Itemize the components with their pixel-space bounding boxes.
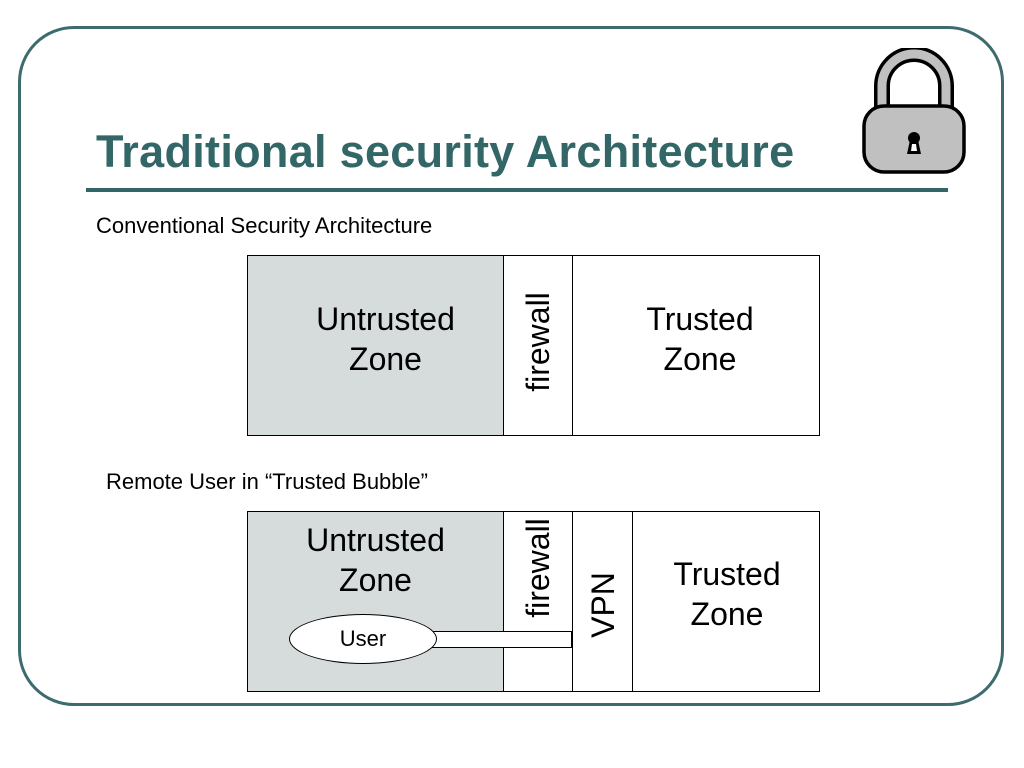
- padlock-icon: [862, 48, 966, 174]
- slide-frame: [18, 26, 1004, 706]
- trusted-label-line2: Zone: [690, 596, 764, 632]
- untrusted-zone: Untrusted Zone: [248, 256, 504, 435]
- remote-user-node: User: [289, 614, 437, 664]
- user-label: User: [339, 626, 387, 651]
- untrusted-label-line2: Zone: [349, 341, 422, 377]
- firewall-label: firewall: [520, 292, 556, 392]
- trusted-label-line1: Trusted: [646, 301, 754, 337]
- trusted-zone-label: Trusted Zone: [581, 299, 819, 379]
- vpn-tunnel: [430, 631, 572, 648]
- vpn-column: VPN: [573, 512, 633, 691]
- firewall-column: firewall: [504, 512, 573, 691]
- untrusted-zone: Untrusted Zone: [248, 512, 504, 691]
- conventional-architecture-diagram: Untrusted Zone firewall Trusted Zone: [247, 255, 820, 436]
- trusted-zone: Trusted Zone: [573, 256, 819, 435]
- slide-title: Traditional security Architecture: [96, 126, 795, 177]
- untrusted-zone-label: Untrusted Zone: [248, 520, 503, 600]
- diagram1-caption: Conventional Security Architecture: [96, 213, 433, 238]
- trusted-label-line1: Trusted: [673, 556, 781, 592]
- trusted-label-line2: Zone: [663, 341, 737, 377]
- trusted-zone: Trusted Zone: [633, 512, 819, 691]
- vpn-label: VPN: [584, 572, 621, 638]
- firewall-column: firewall: [504, 256, 573, 435]
- firewall-label: firewall: [520, 518, 556, 618]
- title-divider: [86, 188, 948, 192]
- trusted-bubble-diagram: Untrusted Zone firewall VPN Trusted Zone: [247, 511, 820, 692]
- trusted-zone-label: Trusted Zone: [635, 554, 819, 634]
- untrusted-zone-label: Untrusted Zone: [268, 299, 503, 379]
- untrusted-label-line1: Untrusted: [306, 522, 445, 558]
- diagram2-caption: Remote User in “Trusted Bubble”: [106, 469, 428, 494]
- untrusted-label-line2: Zone: [339, 562, 412, 598]
- untrusted-label-line1: Untrusted: [316, 301, 455, 337]
